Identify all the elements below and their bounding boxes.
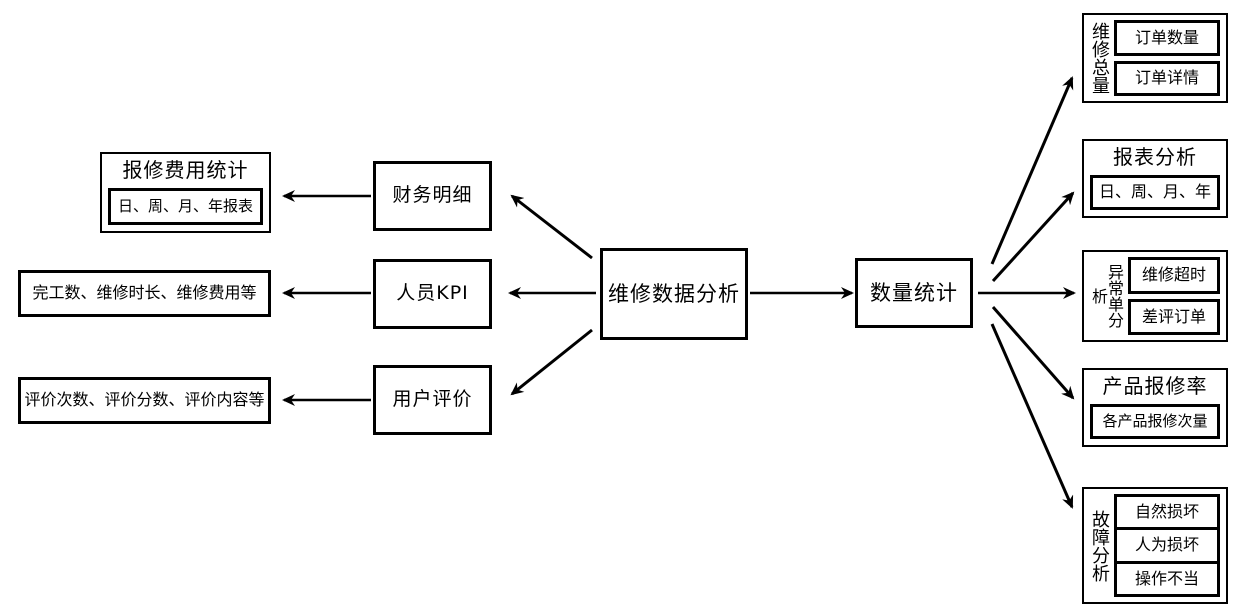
detail-label: 评价次数、评价分数、评价内容等 [24,390,265,410]
item-human-damage[interactable]: 人为损坏 [1114,530,1220,564]
node-label: 数量统计 [870,280,958,305]
group-label-report-analysis: 报表分析 [1113,145,1197,169]
group-label-product-repair-rate: 产品报修率 [1102,374,1208,398]
arrow-count-to-report [991,191,1075,283]
item-repair-overtime[interactable]: 维修超时 [1128,257,1220,294]
group-total-repairs[interactable]: 维修总量 订单数量 订单详情 [1082,13,1228,103]
node-label: 用户评价 [392,388,473,411]
item-report-periods[interactable]: 日、周、月、年 [1090,175,1220,210]
node-user-review[interactable]: 用户评价 [373,365,492,435]
node-label: 财务明细 [392,184,473,207]
arrow-analysis-to-review [510,328,593,396]
item-natural-damage[interactable]: 自然损坏 [1114,494,1220,531]
node-label: 人员KPI [396,282,469,305]
group-items: 订单数量 订单详情 [1114,20,1220,96]
detail-item-period-report[interactable]: 日、周、月、年报表 [108,188,263,225]
detail-review-metrics[interactable]: 评价次数、评价分数、评价内容等 [18,377,271,424]
detail-label: 完工数、维修时长、维修费用等 [32,283,257,303]
item-improper-operation[interactable]: 操作不当 [1114,563,1220,597]
arrow-count-to-fault [990,323,1074,509]
node-repair-data-analysis[interactable]: 维修数据分析 [600,248,748,340]
item-order-count[interactable]: 订单数量 [1114,20,1220,56]
group-items: 维修超时 差评订单 [1128,257,1220,335]
detail-repair-cost-statistics[interactable]: 报修费用统计 日、周、月、年报表 [100,152,271,233]
group-product-repair-rate[interactable]: 产品报修率 各产品报修次量 [1082,368,1228,447]
group-fault-analysis[interactable]: 故障分析 自然损坏 人为损坏 操作不当 [1082,487,1228,604]
item-bad-review-order[interactable]: 差评订单 [1128,298,1220,335]
arrow-count-to-rate [991,306,1075,400]
detail-kpi-metrics[interactable]: 完工数、维修时长、维修费用等 [18,270,271,317]
node-staff-kpi[interactable]: 人员KPI [373,259,492,329]
detail-title: 报修费用统计 [122,158,249,182]
group-label-fault-analysis: 故障分析 [1089,509,1110,582]
arrow-count-to-total [990,76,1074,265]
group-report-analysis[interactable]: 报表分析 日、周、月、年 [1082,139,1228,218]
node-financial-details[interactable]: 财务明细 [373,161,492,231]
group-items: 自然损坏 人为损坏 操作不当 [1114,494,1220,597]
node-quantity-statistics[interactable]: 数量统计 [855,258,973,328]
group-label-total-repairs: 维修总量 [1089,22,1110,94]
item-order-details[interactable]: 订单详情 [1114,60,1220,96]
node-label: 维修数据分析 [608,281,740,306]
arrow-analysis-to-finance [510,194,593,260]
item-product-repair-counts[interactable]: 各产品报修次量 [1090,404,1220,439]
group-abnormal-order-analysis[interactable]: 异常单分析 维修超时 差评订单 [1082,250,1228,342]
group-label-abnormal-order-analysis: 异常单分析 [1089,264,1124,328]
